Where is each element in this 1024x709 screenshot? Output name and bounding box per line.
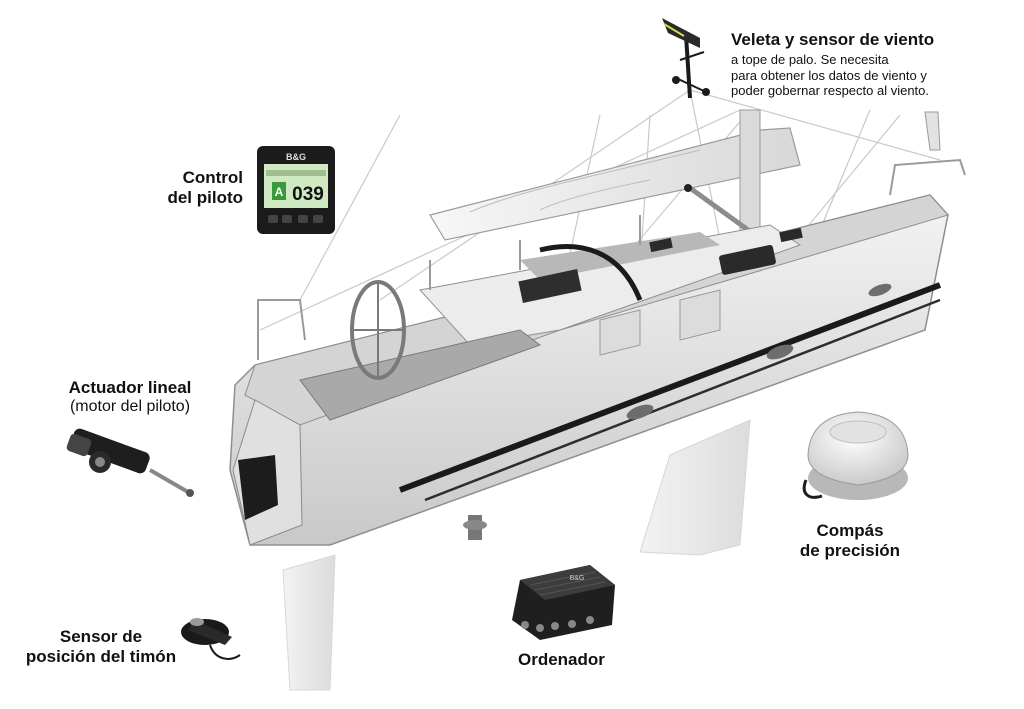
display-mode: A <box>275 185 284 199</box>
computer-title: Ordenador <box>518 650 605 669</box>
actuator-title: Actuador lineal <box>68 378 192 397</box>
hull <box>229 194 949 546</box>
wind-sensor-desc-1: a tope de palo. Se necesita <box>731 52 889 68</box>
compass-line-2: de precisión <box>799 541 901 561</box>
display-brand: B&G <box>286 152 306 162</box>
rudder-sensor-icon <box>181 618 241 660</box>
rudder-sensor-line-2: posición del timón <box>25 647 177 667</box>
wind-vane-icon <box>662 18 710 99</box>
pilot-control-line-2: del piloto <box>167 188 243 208</box>
computer-label: Ordenador <box>518 650 605 671</box>
actuator-label: Actuador lineal (motor del piloto) <box>40 378 220 417</box>
rudder-blade <box>282 554 336 691</box>
display-heading: 039 <box>292 184 324 205</box>
actuator-subtitle: (motor del piloto) <box>69 398 191 416</box>
linear-actuator-icon <box>66 428 194 497</box>
wind-sensor-desc-2: para obtener los datos de viento y <box>731 67 927 83</box>
pilot-control-line-1: Control <box>182 168 243 187</box>
computer-unit-icon: B&G <box>512 565 615 640</box>
computer-brand: B&G <box>570 575 585 582</box>
pilot-control-label: Control del piloto <box>148 168 243 208</box>
wind-sensor-desc-3: poder gobernar respecto al viento. <box>731 83 930 99</box>
compass-line-1: Compás <box>816 521 884 540</box>
steering-wheel <box>350 280 406 380</box>
wind-sensor-label: Veleta y sensor de viento a tope de palo… <box>731 30 934 99</box>
saildrive <box>463 515 487 540</box>
wind-sensor-title: Veleta y sensor de viento <box>731 30 935 49</box>
stanchions <box>257 158 966 360</box>
boom <box>429 109 801 241</box>
compass-icon <box>802 411 909 500</box>
rudder-sensor-label: Sensor de posición del timón <box>16 627 186 667</box>
headsail <box>924 111 941 151</box>
rudder-sensor-line-1: Sensor de <box>59 627 143 646</box>
keel <box>639 419 751 556</box>
pilot-display-icon: A 039 B&G <box>257 146 335 234</box>
compass-label: Compás de precisión <box>795 521 905 561</box>
